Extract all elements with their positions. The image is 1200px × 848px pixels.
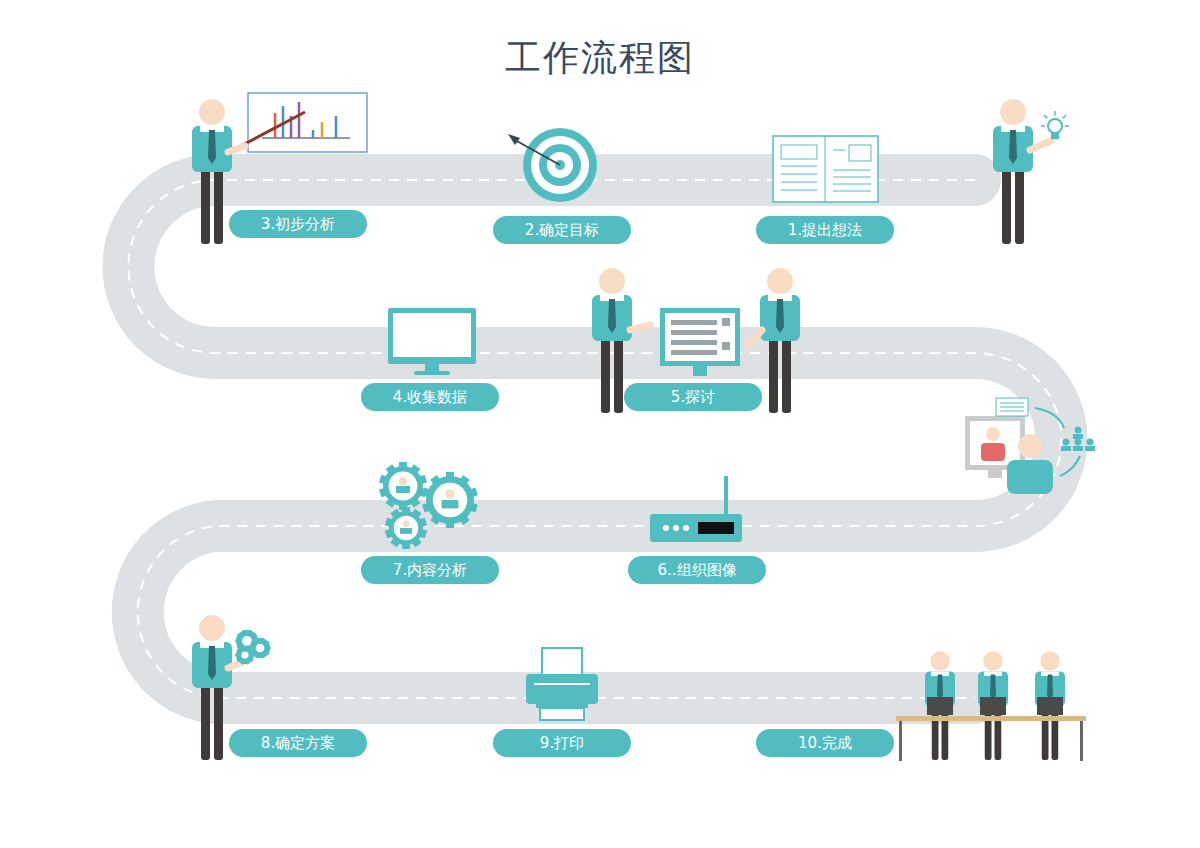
road-line — [128, 180, 1061, 698]
gear-icon — [235, 645, 255, 664]
target-icon — [508, 128, 597, 202]
gear-team-icon — [379, 462, 427, 510]
step-label: 2.确定目标 — [493, 216, 631, 244]
step-label: 3.初步分析 — [229, 210, 367, 238]
person-discuss — [760, 268, 800, 413]
step-label: 1.提出想法 — [756, 216, 894, 244]
step-text: 9.打印 — [540, 734, 584, 753]
person-idea — [993, 99, 1033, 244]
step-text: 2.确定目标 — [525, 221, 599, 240]
router-icon — [650, 476, 742, 542]
step-text: 8.确定方案 — [261, 734, 335, 753]
document-icon — [773, 136, 878, 202]
monitor-icon — [388, 308, 476, 375]
step-text: 5.探讨 — [671, 388, 715, 407]
step-label: 9.打印 — [493, 729, 631, 757]
person-team — [925, 651, 955, 760]
chart-board — [228, 93, 367, 152]
step-label: 4.收集数据 — [361, 383, 499, 411]
video-call-icon — [965, 398, 1095, 494]
person-presenter — [192, 99, 232, 244]
step-text: 4.收集数据 — [393, 388, 467, 407]
person-plan — [192, 615, 232, 760]
person-team — [1035, 651, 1065, 760]
laptop — [927, 697, 953, 715]
step-label: 5.探讨 — [624, 383, 762, 411]
road — [128, 180, 1061, 698]
screen-icon — [630, 308, 762, 376]
step-text: 3.初步分析 — [261, 215, 335, 234]
step-label: 8.确定方案 — [229, 729, 367, 757]
laptop — [980, 697, 1006, 715]
step-text: 6..组织图像 — [657, 561, 736, 580]
printer-icon — [526, 648, 598, 720]
bulb-icon — [1030, 111, 1069, 150]
step-label: 6..组织图像 — [628, 556, 766, 584]
step-text: 10.完成 — [798, 734, 852, 753]
gear-team-icon — [385, 507, 427, 549]
laptop — [1037, 697, 1063, 715]
title: 工作流程图 — [0, 34, 1200, 83]
table — [896, 716, 1086, 761]
step-label: 7.内容分析 — [361, 556, 499, 584]
gear-team-icon — [422, 472, 478, 528]
step-text: 1.提出想法 — [788, 221, 862, 240]
step-text: 7.内容分析 — [393, 561, 467, 580]
person-team — [978, 651, 1008, 760]
step-label: 10.完成 — [756, 729, 894, 757]
